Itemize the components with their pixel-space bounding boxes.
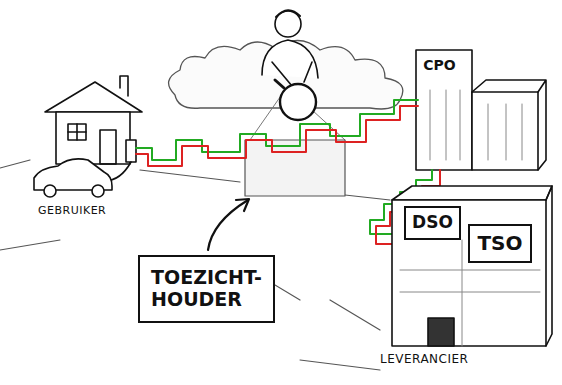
sign-box: DSO: [404, 206, 461, 240]
node-text: TOEZICHT- HOUDER: [151, 267, 262, 311]
callout-box: TOEZICHT- HOUDER: [138, 255, 275, 323]
node-text: DSO: [411, 213, 454, 233]
place-label: LEVERANCIER: [380, 352, 468, 366]
node-text: TSO: [476, 232, 524, 255]
building-sign: CPO: [419, 54, 460, 77]
place-label: GEBRUIKER: [38, 204, 106, 217]
sign-box: TSO: [468, 224, 532, 263]
node-text: CPO: [422, 57, 457, 73]
